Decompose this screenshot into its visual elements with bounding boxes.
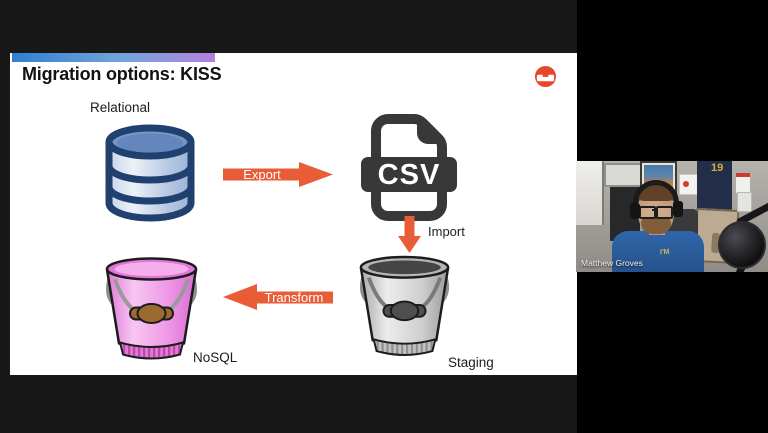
participant-name-label: Matthew Groves xyxy=(581,258,643,268)
csv-icon-label: CSV xyxy=(378,159,441,191)
participant-video-tile[interactable]: 19 I'M Matthew Groves xyxy=(576,161,768,272)
wall-card-small xyxy=(736,173,750,193)
shirt-text: I'M xyxy=(659,248,670,257)
nosql-bucket-icon xyxy=(105,257,198,360)
right-arrow-icon xyxy=(223,162,333,187)
down-arrow-icon xyxy=(398,216,421,253)
csv-file-icon: CSV xyxy=(361,114,457,221)
import-arrow xyxy=(398,216,421,253)
person-beard xyxy=(641,217,671,234)
nosql-node-label: NoSQL xyxy=(193,350,238,365)
couchbase-logo-icon xyxy=(534,65,557,88)
wall-card-small2 xyxy=(737,192,752,212)
transform-arrow: Transform xyxy=(223,283,333,311)
staging-node-label: Staging xyxy=(448,355,494,370)
slide-title: Migration options: KISS xyxy=(22,64,222,84)
staging-bucket-icon xyxy=(359,255,450,356)
export-arrow: Export xyxy=(223,161,333,188)
headphones-band xyxy=(633,180,679,206)
window xyxy=(576,161,604,225)
person-torso xyxy=(612,231,704,272)
transform-arrow-label: Transform xyxy=(264,289,324,305)
red-logo-dot xyxy=(683,181,689,187)
import-arrow-label: Import xyxy=(428,224,465,239)
screen-share-region: Migration options: KISS Relational xyxy=(0,0,577,433)
headphone-cup-right xyxy=(673,201,683,217)
jersey-number: 19 xyxy=(711,162,724,174)
export-arrow-label: Export xyxy=(243,167,281,182)
picture-frame xyxy=(604,163,644,187)
slide-accent-bar xyxy=(12,53,215,62)
hanging-jersey: 19 xyxy=(697,161,732,216)
headphone-cup-left xyxy=(630,203,640,219)
glasses-icon xyxy=(639,206,673,219)
microphone xyxy=(718,221,766,269)
relational-node-label: Relational xyxy=(90,100,151,115)
left-arrow-icon xyxy=(223,284,333,310)
database-icon xyxy=(105,124,195,222)
presentation-slide: Migration options: KISS Relational xyxy=(10,53,577,375)
